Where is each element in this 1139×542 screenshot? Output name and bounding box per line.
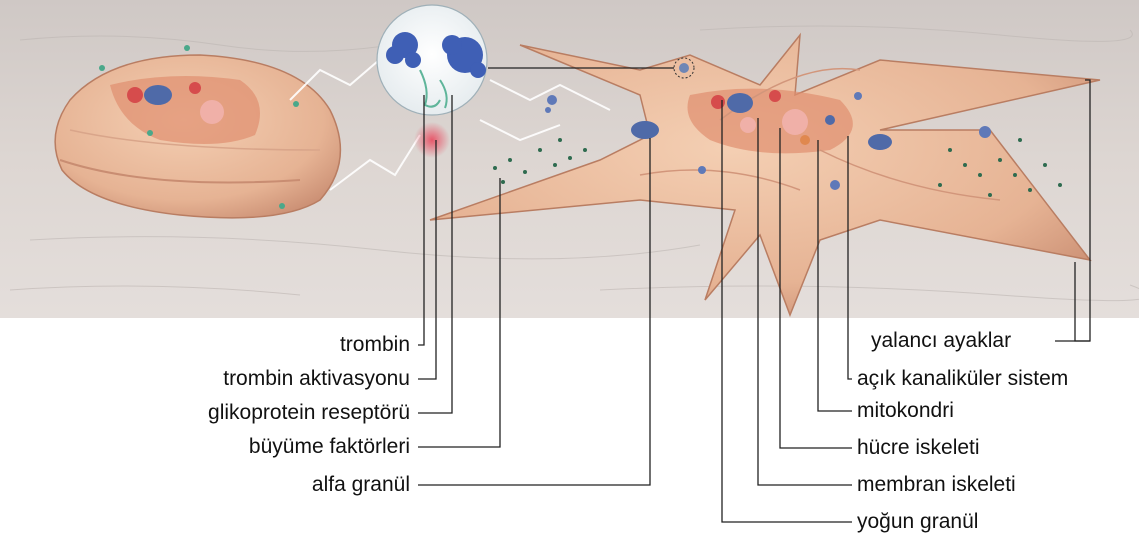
label-buyume-faktorleri: büyüme faktörleri xyxy=(249,435,410,459)
label-yalanci-ayaklar: yalancı ayaklar xyxy=(871,329,1011,353)
label-membran-iskeleti: membran iskeleti xyxy=(857,473,1016,497)
resting-platelet xyxy=(55,55,340,218)
label-glikoprotein-reseptoru: glikoprotein reseptörü xyxy=(208,401,410,425)
label-trombin: trombin xyxy=(340,333,410,357)
label-alfa-granul: alfa granül xyxy=(312,473,410,497)
thrombin-inset xyxy=(377,5,487,115)
label-mitokondri: mitokondri xyxy=(857,399,954,423)
label-trombin-aktivasyonu: trombin aktivasyonu xyxy=(223,367,410,391)
label-hucre-iskeleti: hücre iskeleti xyxy=(857,436,980,460)
label-yogun-granul: yoğun granül xyxy=(857,510,978,534)
label-acik-kanalikuler-sistem: açık kanaliküler sistem xyxy=(857,367,1068,391)
thrombin-activation-glow xyxy=(414,122,450,158)
